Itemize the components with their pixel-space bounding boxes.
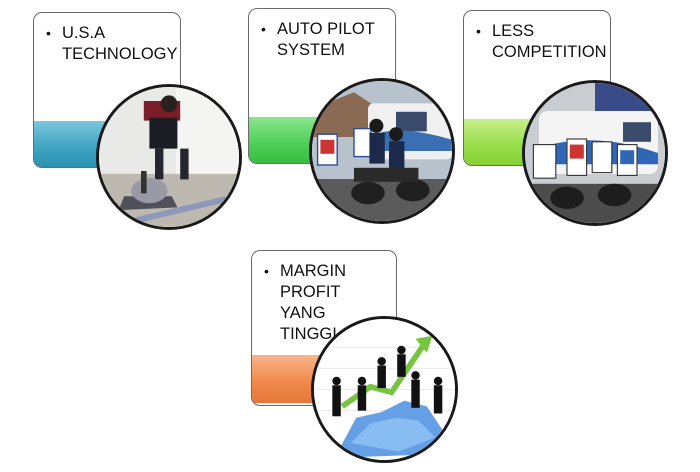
card-label: MARGIN PROFIT YANG TINGGI [280,262,346,343]
bullet: • [261,21,266,37]
bullet: • [46,25,51,41]
card-label: LESS COMPETITION [492,22,607,61]
motorbike-sales-team-photo [309,78,455,224]
bullet: • [264,263,269,279]
card-label: AUTO PILOT SYSTEM [277,20,375,59]
card-label: U.S.A TECHNOLOGY [62,24,178,63]
business-growth-chart-image [311,316,458,463]
promo-van-motorbikes-photo [522,80,668,226]
bullet: • [476,23,481,39]
vacuum-cleaning-photo [96,84,242,230]
